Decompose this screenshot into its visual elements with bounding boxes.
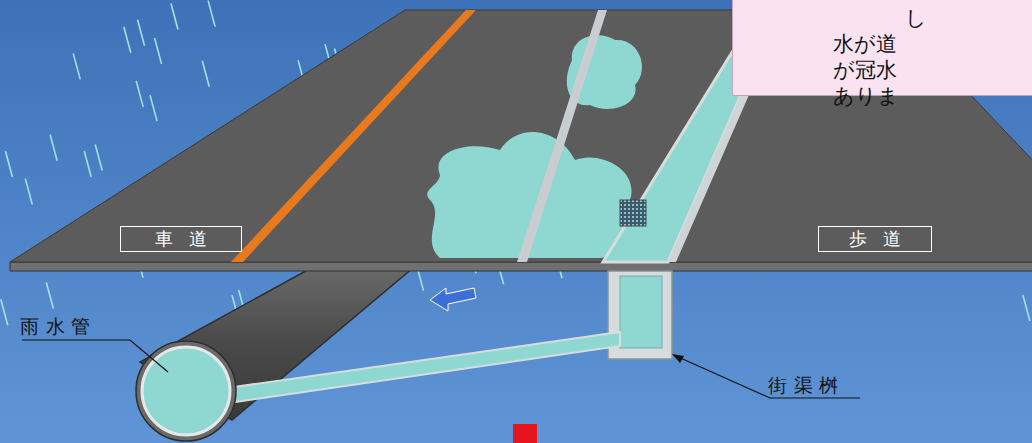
red-marker: [513, 424, 537, 443]
note-text: し 水が道 が冠水 ありま: [833, 5, 928, 109]
raindrop: [202, 61, 209, 87]
area-name: 歩道: [849, 230, 917, 248]
raindrop: [73, 53, 80, 79]
raindrop: [5, 151, 12, 177]
raindrop: [155, 38, 162, 64]
raindrop: [46, 282, 53, 308]
leader-line: [22, 340, 168, 372]
lane-line-white: [517, 10, 607, 262]
leader-arrowhead: [672, 354, 684, 363]
pipe-water: [142, 347, 230, 435]
raindrop: [138, 20, 145, 46]
pipe-rim: [136, 341, 236, 441]
rain: [1, 1, 1032, 326]
flow-arrow: [430, 288, 476, 311]
raindrop: [136, 81, 143, 107]
raindrop: [50, 135, 57, 161]
area-name: 車道: [155, 230, 223, 248]
raindrop: [95, 144, 102, 170]
grating: [620, 200, 646, 226]
raindrop: [1023, 295, 1030, 321]
raindrop: [208, 1, 215, 27]
part-label: 街渠桝: [768, 373, 845, 399]
note-box: し 水が道 が冠水 ありま: [732, 0, 1032, 96]
part-label: 雨水管: [20, 314, 97, 340]
raindrop: [1, 299, 8, 325]
lateral-pipe: [213, 332, 620, 404]
inlet-water: [620, 276, 662, 348]
area-label-box: 歩道: [818, 226, 932, 252]
road-edge: [10, 262, 1032, 271]
raindrop: [25, 179, 32, 205]
raindrop: [150, 95, 157, 121]
raindrop: [124, 27, 131, 53]
raindrop: [171, 4, 178, 30]
leader-line: [676, 356, 860, 398]
raindrop: [84, 151, 91, 177]
area-label-box: 車道: [120, 226, 242, 252]
